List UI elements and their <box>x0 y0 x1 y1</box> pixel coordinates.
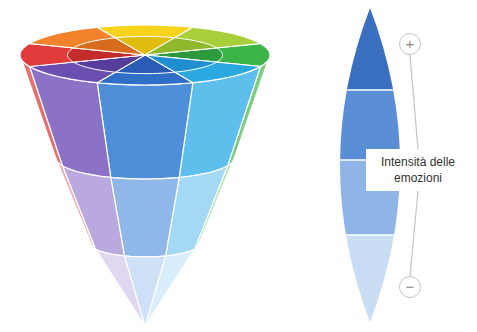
scale-text: + <box>400 34 420 54</box>
scale-line <box>410 191 418 276</box>
plus-marker: + <box>399 33 421 55</box>
scale-line <box>410 55 418 149</box>
minus-marker: − <box>399 276 421 298</box>
cone-segment <box>62 166 124 256</box>
intensity-band <box>330 235 410 332</box>
band-divider <box>330 234 410 236</box>
cone-segment <box>56 158 96 249</box>
scale-text: Intensità delle emozioni <box>370 154 466 186</box>
scale-label: Intensità delle emozioni <box>366 149 470 191</box>
cone-inner-segment <box>145 38 217 55</box>
intensity-band <box>330 0 410 90</box>
band-divider <box>330 89 410 91</box>
emotion-cone <box>20 25 270 325</box>
scale-text: − <box>400 277 420 297</box>
cone-segment <box>91 244 144 325</box>
cone-segment <box>97 83 193 179</box>
cone-top-segment <box>145 27 260 55</box>
